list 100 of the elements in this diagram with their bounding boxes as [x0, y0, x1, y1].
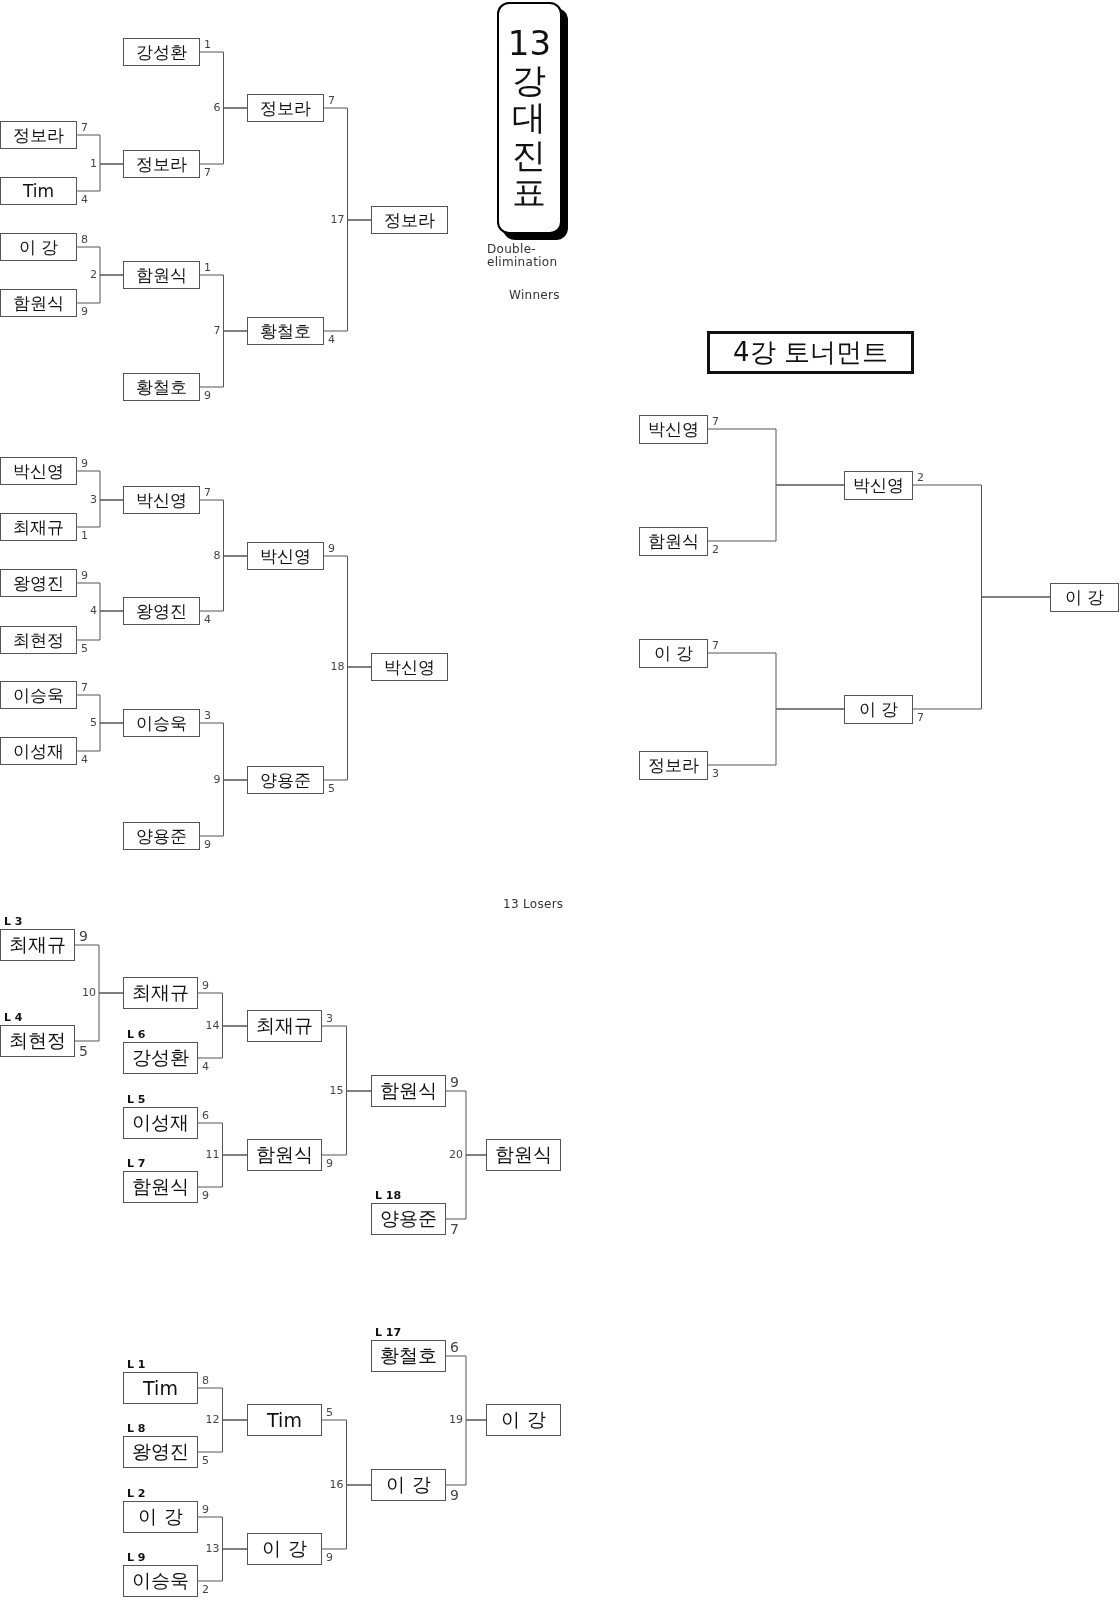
bracket-line	[197, 1419, 248, 1453]
player-name: 황철호	[247, 317, 324, 345]
section-note: Winners	[509, 289, 561, 302]
match-number: 2	[89, 269, 98, 281]
player-name: 박신영	[844, 470, 913, 500]
seed-label: L 18	[374, 1189, 402, 1203]
seed-label: L 6	[126, 1028, 146, 1042]
seed-label: L 1	[126, 1358, 146, 1372]
score: 9	[81, 570, 88, 581]
score: 3	[712, 768, 719, 779]
player-name: 강성환	[123, 38, 200, 66]
player-name: 정보라	[371, 206, 448, 234]
bracket-line	[445, 1154, 487, 1220]
score: 7	[450, 1222, 459, 1236]
score: 9	[202, 1190, 209, 1201]
player-name: Tim	[247, 1404, 322, 1436]
player-name: 양용준	[371, 1203, 446, 1235]
player-name: 이 강	[1050, 582, 1119, 612]
score: 5	[79, 1044, 88, 1058]
score: 5	[328, 783, 335, 794]
player-name: 이성재	[0, 737, 77, 765]
score: 9	[328, 543, 335, 554]
player-name: 함원식	[247, 1139, 322, 1171]
bracket-line	[323, 219, 372, 332]
match-number: 4	[89, 605, 98, 617]
player-name: 최재규	[123, 977, 198, 1009]
player-name: 황철호	[371, 1340, 446, 1372]
player-name: Tim	[0, 177, 77, 205]
bracket-line	[199, 107, 248, 165]
bracket-line	[323, 666, 372, 781]
bracket-line	[76, 163, 124, 192]
score: 7	[204, 167, 211, 178]
score: 2	[917, 472, 924, 483]
match-number: 19	[448, 1414, 464, 1426]
score: 9	[204, 390, 211, 401]
player-name: 이 강	[0, 233, 77, 261]
bracket-line	[74, 992, 124, 1042]
bracket-line	[199, 555, 248, 612]
match-number: 12	[204, 1414, 221, 1426]
score: 9	[326, 1552, 333, 1563]
match-number: 8	[212, 550, 222, 562]
player-name: 함원식	[123, 261, 200, 289]
player-name: 이 강	[486, 1404, 561, 1436]
section-heading: 4강 토너먼트	[707, 331, 914, 374]
score: 2	[712, 544, 719, 555]
player-name: 이 강	[639, 638, 708, 668]
score: 6	[450, 1340, 459, 1354]
player-name: 왕영진	[123, 1436, 198, 1468]
player-name: 최현정	[0, 626, 77, 654]
match-number: 17	[329, 214, 346, 226]
score: 4	[81, 194, 88, 205]
player-name: 이승욱	[123, 1565, 198, 1597]
score: 9	[81, 306, 88, 317]
player-name: 함원식	[371, 1075, 446, 1107]
bracket-line	[321, 1484, 372, 1550]
score: 4	[204, 614, 211, 625]
player-name: 박신영	[123, 486, 200, 514]
player-name: 최재규	[0, 513, 77, 541]
player-name: 박신영	[0, 457, 77, 485]
match-number: 3	[89, 494, 98, 506]
bracket-line	[197, 1548, 248, 1582]
match-number: 14	[204, 1020, 221, 1032]
score: 1	[204, 39, 211, 50]
bracket-line	[76, 274, 124, 304]
player-name: 박신영	[639, 414, 708, 444]
score: 7	[328, 95, 335, 106]
player-name: 정보라	[123, 150, 200, 178]
score: 7	[712, 416, 719, 427]
section-note: Double-elimination	[487, 243, 559, 269]
player-name: 최재규	[0, 929, 75, 961]
bracket-line	[707, 708, 845, 766]
player-name: 정보라	[0, 121, 77, 149]
player-name: 황철호	[123, 373, 200, 401]
seed-label: L 17	[374, 1326, 402, 1340]
bracket-line	[76, 722, 124, 752]
bracket-line	[321, 1090, 372, 1156]
score: 9	[202, 980, 209, 991]
player-name: 이 강	[371, 1469, 446, 1501]
seed-label: L 5	[126, 1093, 146, 1107]
player-name: 함원식	[486, 1139, 561, 1171]
score: 4	[328, 334, 335, 345]
match-number: 13	[204, 1543, 221, 1555]
score: 5	[81, 643, 88, 654]
player-name: 이승욱	[123, 709, 200, 737]
score: 9	[81, 458, 88, 469]
bracket-line	[197, 1154, 248, 1188]
player-name: 최재규	[247, 1010, 322, 1042]
score: 4	[81, 754, 88, 765]
player-name: 왕영진	[123, 597, 200, 625]
player-name: 함원식	[639, 526, 708, 556]
score: 7	[204, 487, 211, 498]
match-number: 7	[212, 325, 222, 337]
score: 9	[204, 839, 211, 850]
match-number: 1	[89, 158, 98, 170]
score: 7	[81, 682, 88, 693]
player-name: 박신영	[371, 653, 448, 681]
score: 8	[81, 234, 88, 245]
score: 8	[202, 1375, 209, 1386]
player-name: 함원식	[0, 289, 77, 317]
seed-label: L 9	[126, 1551, 146, 1565]
